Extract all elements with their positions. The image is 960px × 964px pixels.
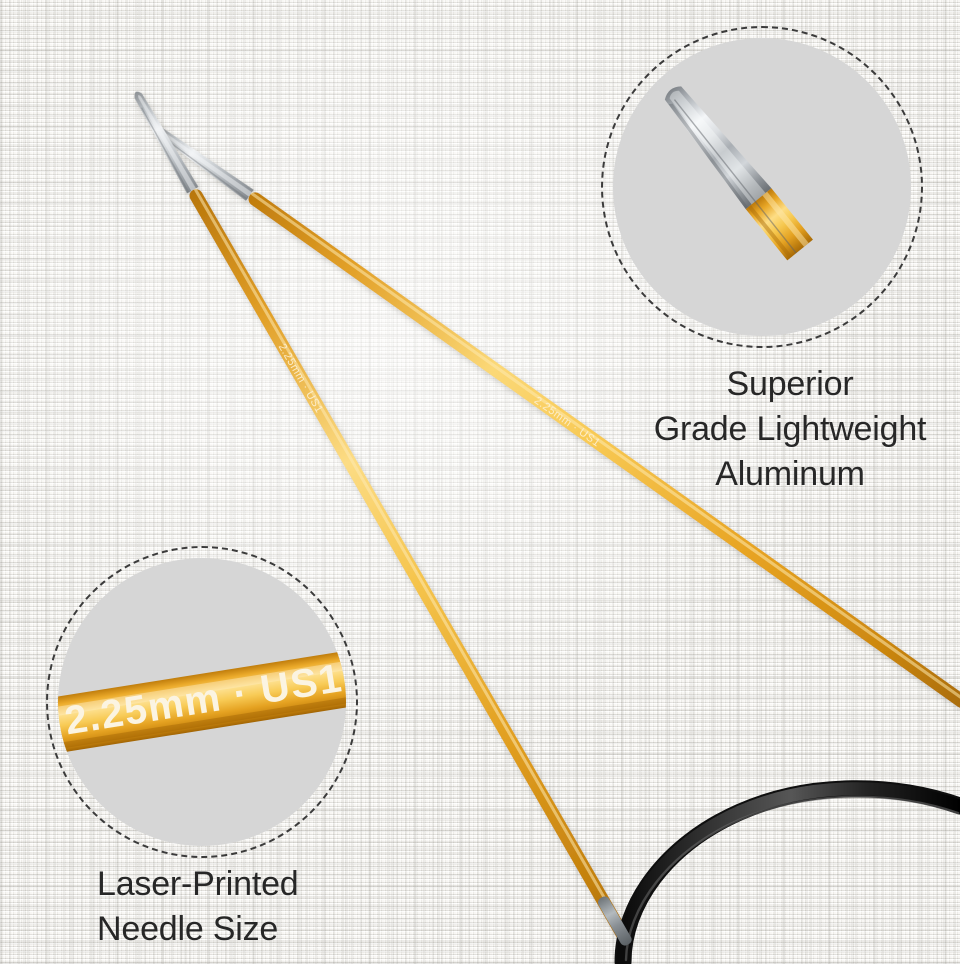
needle-size-print-text: 2.25mm · US1 [62,656,346,743]
needle-right: 2.25mm · US1 [155,127,960,708]
callout-circle-tip [601,26,923,348]
caption-laser-printed-size: Laser-Printed Needle Size [97,865,299,948]
callout-fill-size: 2.25mm · US1 [58,558,346,846]
svg-text:2.25mm · US1: 2.25mm · US1 [532,395,603,450]
caption-superior-aluminum: Superior Grade Lightweight Aluminum [653,365,927,493]
callout-tip-artwork [664,86,813,261]
callout-circle-size [46,546,358,858]
callout-fill-tip [613,38,911,336]
callout-size-artwork: 2.25mm · US1 [58,648,346,756]
needle-left-size-print: 2.25mm · US1 [276,342,325,416]
svg-text:2.25mm · US1: 2.25mm · US1 [276,342,325,416]
needle-cable [614,780,960,964]
needle-cable-connector [597,896,632,946]
needle-right-size-print: 2.25mm · US1 [532,395,603,450]
